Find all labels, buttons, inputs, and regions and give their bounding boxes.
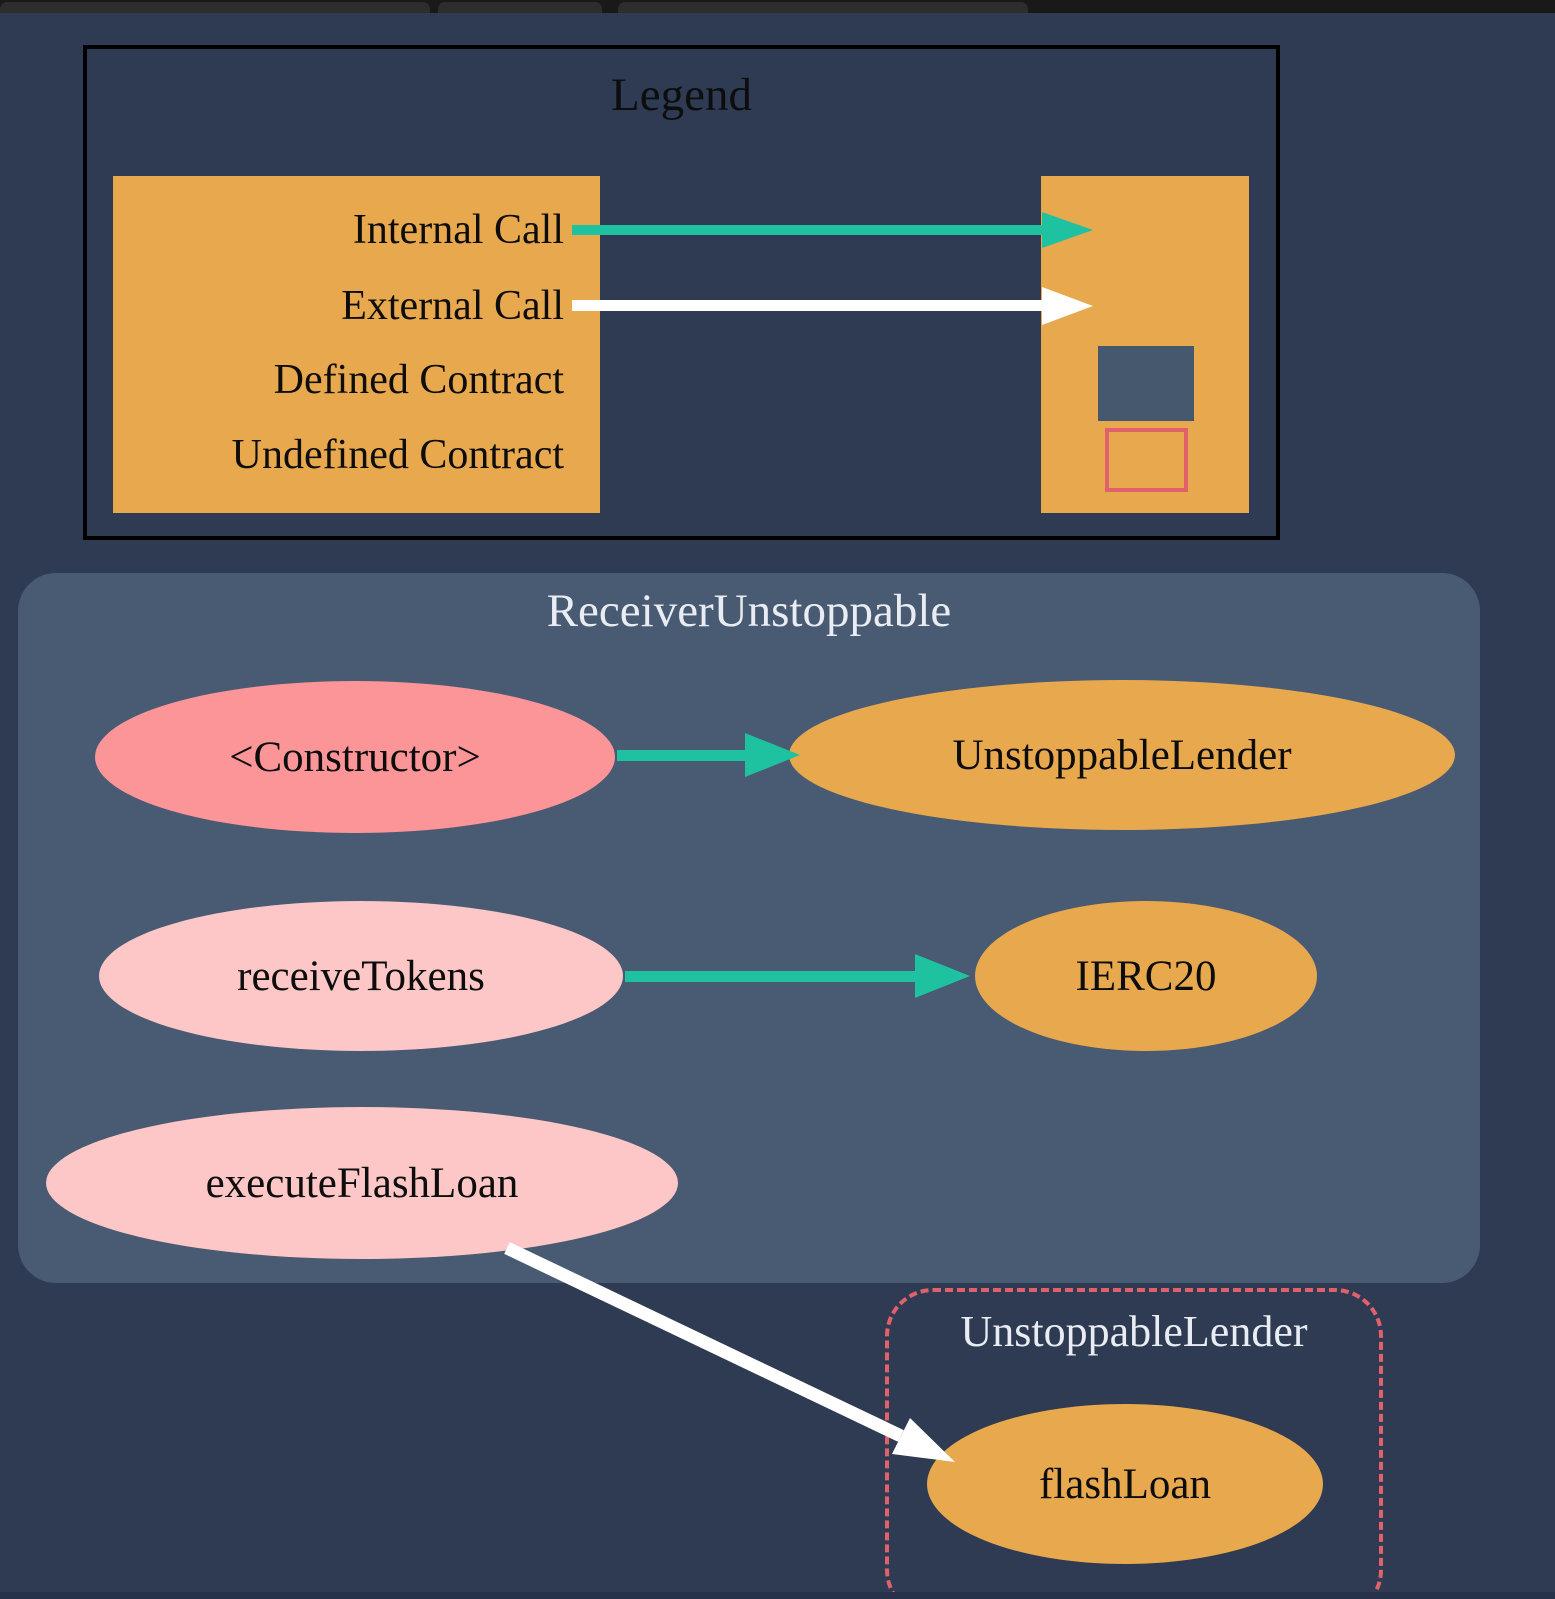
container-unstoppable-lender-title: UnstoppableLender — [960, 1307, 1308, 1356]
browser-tab-1[interactable] — [0, 2, 430, 13]
legend-swatch-panel — [1041, 176, 1249, 513]
container-receiver-unstoppable-title: ReceiverUnstoppable — [546, 585, 952, 637]
browser-tabstrip — [0, 0, 1555, 13]
browser-tab-3[interactable] — [618, 2, 1028, 13]
legend-item-internal-call: Internal Call — [352, 207, 564, 253]
legend-labels-panel: Internal Call External Call Defined Cont… — [113, 176, 600, 513]
node-constructor: <Constructor> — [95, 681, 615, 833]
bottom-edge — [0, 1592, 1555, 1599]
legend-item-external-call: External Call — [341, 283, 564, 329]
container-unstoppable-lender — [885, 1288, 1383, 1599]
legend-item-defined-contract: Defined Contract — [273, 357, 564, 403]
node-flash-loan: flashLoan — [927, 1404, 1323, 1564]
node-receive-tokens: receiveTokens — [99, 901, 623, 1051]
node-unstoppable-lender: UnstoppableLender — [789, 680, 1455, 830]
browser-tab-2[interactable] — [438, 2, 602, 13]
defined-contract-swatch — [1098, 346, 1194, 421]
legend-title: Legend — [611, 69, 752, 121]
undefined-contract-swatch — [1105, 428, 1188, 492]
node-ierc20: IERC20 — [975, 901, 1317, 1051]
node-execute-flash-loan: executeFlashLoan — [46, 1107, 678, 1259]
legend-item-undefined-contract: Undefined Contract — [231, 432, 564, 478]
legend-box — [83, 45, 1280, 540]
